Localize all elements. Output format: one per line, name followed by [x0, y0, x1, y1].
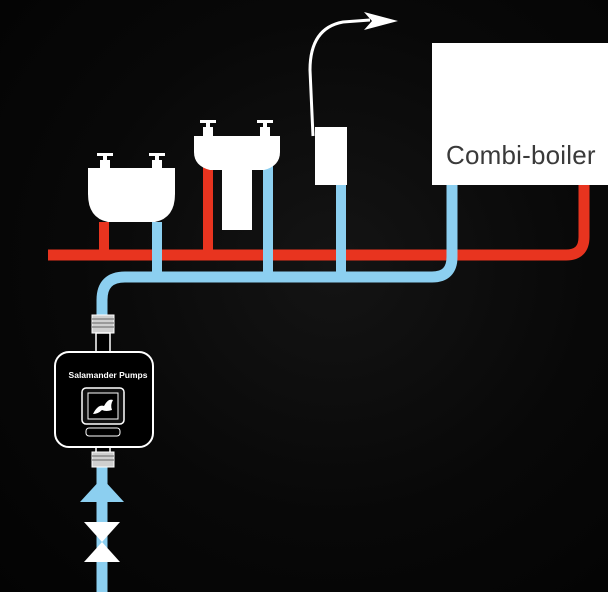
basin-1-bowl — [88, 168, 175, 222]
tap-icon — [149, 153, 165, 168]
hot-main-pipe — [48, 182, 590, 261]
hot-water-pipes — [48, 160, 590, 261]
tap-icon — [257, 120, 273, 136]
pump-brand-label: Salamander Pumps — [68, 370, 148, 380]
shower-unit — [308, 12, 398, 185]
basin-2 — [194, 120, 280, 230]
pump-button — [85, 427, 121, 437]
basin-2-bowl — [194, 136, 280, 170]
combi-boiler-box — [432, 43, 608, 185]
pump-neck-top — [95, 332, 111, 354]
cold-main-pipe — [96, 182, 458, 318]
shower-box — [315, 127, 347, 185]
salamander-pump — [54, 351, 154, 448]
pump-inlet-fitting — [91, 314, 115, 334]
tap-icon — [200, 120, 216, 136]
basin-2-pedestal — [222, 168, 252, 230]
salamander-logo-icon — [93, 399, 113, 414]
cold-water-pipes — [96, 160, 458, 592]
tap-icon — [97, 153, 113, 168]
shower-arrow-icon — [364, 12, 398, 30]
basin-1 — [88, 153, 175, 222]
valve-icon — [84, 522, 120, 562]
flow-arrow-up-icon — [80, 478, 124, 502]
shower-hose — [308, 18, 371, 137]
combi-boiler-label: Combi-boiler — [446, 140, 596, 170]
